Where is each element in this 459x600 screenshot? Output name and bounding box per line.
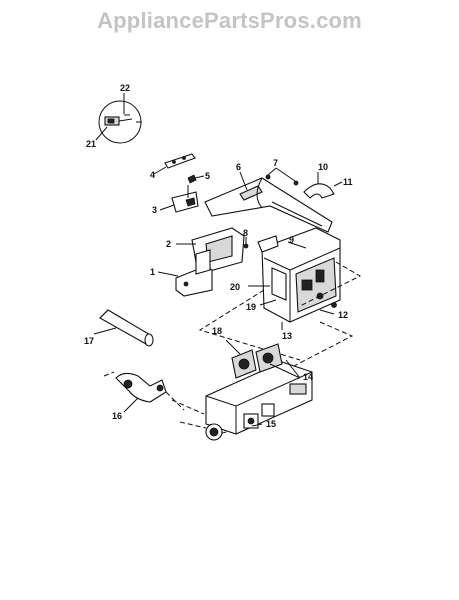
part-3-bracket: [159, 185, 199, 213]
callout-15: 15: [266, 419, 276, 429]
part-16-fitting: [103, 371, 185, 413]
part-17-tube: [93, 309, 154, 347]
part-9-housing: [248, 227, 341, 323]
part-6-plate: [204, 171, 333, 233]
callout-16: 16: [112, 411, 122, 421]
callout-2: 2: [166, 239, 171, 249]
part-5-screw: [187, 174, 205, 184]
callout-18: 18: [212, 326, 222, 336]
callout-14: 14: [303, 372, 313, 382]
callout-22: 22: [120, 83, 130, 93]
callout-17: 17: [84, 336, 94, 346]
callout-19: 19: [246, 302, 256, 312]
part-15-valve-body: [171, 339, 313, 441]
callout-5: 5: [205, 171, 210, 181]
part-11-clamp: [303, 172, 343, 199]
callout-8: 8: [243, 228, 248, 238]
callout-9: 9: [289, 235, 294, 245]
detail-inset: [95, 93, 142, 144]
part-7-screws: [265, 167, 299, 186]
callout-3: 3: [152, 205, 157, 215]
part-8-screw: [243, 237, 249, 249]
callout-1: 1: [150, 267, 155, 277]
callout-7: 7: [273, 158, 278, 168]
callout-12: 12: [338, 310, 348, 320]
callout-10: 10: [318, 162, 328, 172]
callout-4: 4: [150, 170, 155, 180]
part-4-rod: [153, 153, 196, 175]
part-1-bracket: [157, 249, 213, 297]
part-12-screw: [319, 302, 337, 315]
callout-13: 13: [282, 331, 292, 341]
callout-20: 20: [230, 282, 240, 292]
watermark-text: AppliancePartsPros.com: [97, 8, 362, 33]
callout-21: 21: [86, 139, 96, 149]
callout-6: 6: [236, 162, 241, 172]
callout-11: 11: [343, 177, 353, 187]
